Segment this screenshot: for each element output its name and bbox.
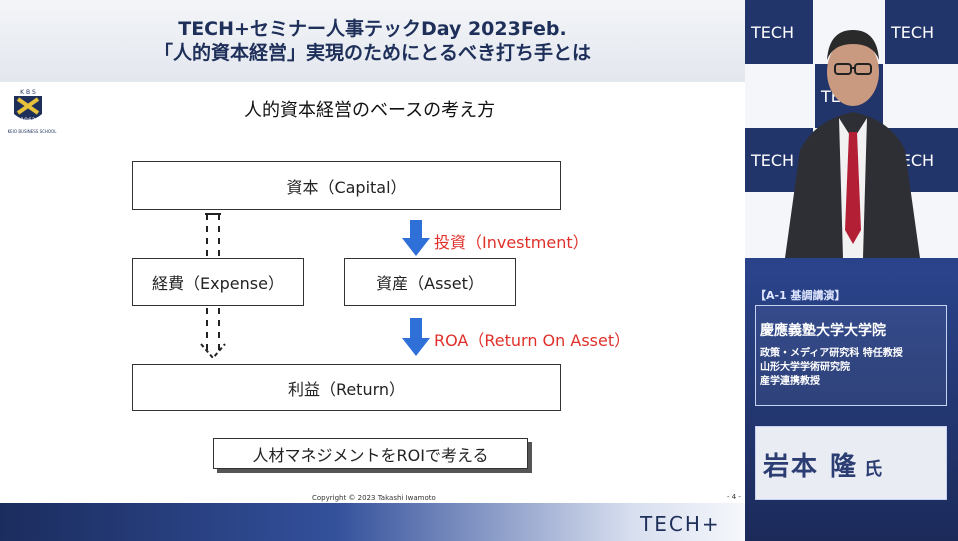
down-arrow-icon bbox=[402, 220, 430, 256]
speaker-name-suffix: 氏 bbox=[864, 459, 885, 480]
investment-label: 投資（Investment） bbox=[434, 233, 589, 252]
speaker-name: 岩本 隆氏 bbox=[763, 446, 884, 483]
logo-top-text: K B S bbox=[20, 89, 36, 96]
asset-label: 資産（Asset） bbox=[376, 274, 484, 293]
affiliation-box bbox=[755, 305, 947, 406]
expense-box: 経費（Expense） bbox=[132, 258, 304, 306]
svg-text:TECH: TECH bbox=[890, 23, 934, 42]
roa-label: ROA（Return On Asset） bbox=[434, 331, 631, 350]
affiliation-main: 慶應義塾大学大学院 bbox=[760, 323, 886, 339]
return-box: 利益（Return） bbox=[132, 364, 561, 411]
svg-text:TECH: TECH bbox=[750, 151, 794, 170]
expense-label: 経費（Expense） bbox=[152, 274, 284, 293]
header-line-1: TECH+セミナー人事テックDay 2023Feb. bbox=[178, 18, 567, 40]
affiliation-line: 産学連携教授 bbox=[760, 376, 820, 387]
kbs-logo-icon: K B S 1962 KEIO BUSINESS SCHOOL bbox=[8, 89, 58, 134]
tech-logo-text: TECH+ bbox=[640, 512, 721, 536]
return-label: 利益（Return） bbox=[287, 379, 406, 399]
logo-year: 1962 bbox=[20, 117, 35, 124]
asset-box: 資産（Asset） bbox=[344, 258, 516, 306]
svg-text:TECH: TECH bbox=[750, 23, 794, 42]
capital-label: 資本（Capital） bbox=[286, 177, 407, 197]
page-number: - 4 - bbox=[727, 493, 741, 501]
speaker-name-text: 岩本 隆 bbox=[763, 452, 859, 482]
slide-header: TECH+セミナー人事テックDay 2023Feb. 「人的資本経営」実現のため… bbox=[0, 0, 745, 82]
roi-box: 人材マネジメントをROIで考える bbox=[213, 438, 528, 469]
capital-box: 資本（Capital） bbox=[132, 161, 561, 210]
session-label: 【A-1 基調講演】 bbox=[755, 289, 846, 302]
speaker-video: TECH TECH TECH TECH TECH bbox=[745, 0, 958, 258]
header-line-2: 「人的資本経営」実現のためにとるべき打ち手とは bbox=[153, 42, 591, 64]
copyright-text: Copyright © 2023 Takashi Iwamoto bbox=[312, 494, 436, 502]
affiliation-line: 政策・メディア研究科 特任教授 bbox=[760, 348, 903, 359]
bottom-bar bbox=[0, 503, 745, 541]
down-arrow-icon bbox=[402, 318, 430, 356]
roi-label: 人材マネジメントをROIで考える bbox=[252, 445, 489, 465]
dashed-arrow-icon bbox=[200, 213, 226, 360]
speaker-name-box bbox=[755, 426, 947, 500]
video-backdrop-icon: TECH TECH TECH TECH TECH bbox=[745, 0, 958, 258]
tech-logo-icon: TECH+ bbox=[640, 512, 721, 536]
logo-arc-text: KEIO BUSINESS SCHOOL bbox=[8, 129, 58, 134]
slide-title: 人的資本経営のベースの考え方 bbox=[244, 100, 496, 121]
affiliation-line: 山形大学学術研究院 bbox=[760, 362, 850, 373]
